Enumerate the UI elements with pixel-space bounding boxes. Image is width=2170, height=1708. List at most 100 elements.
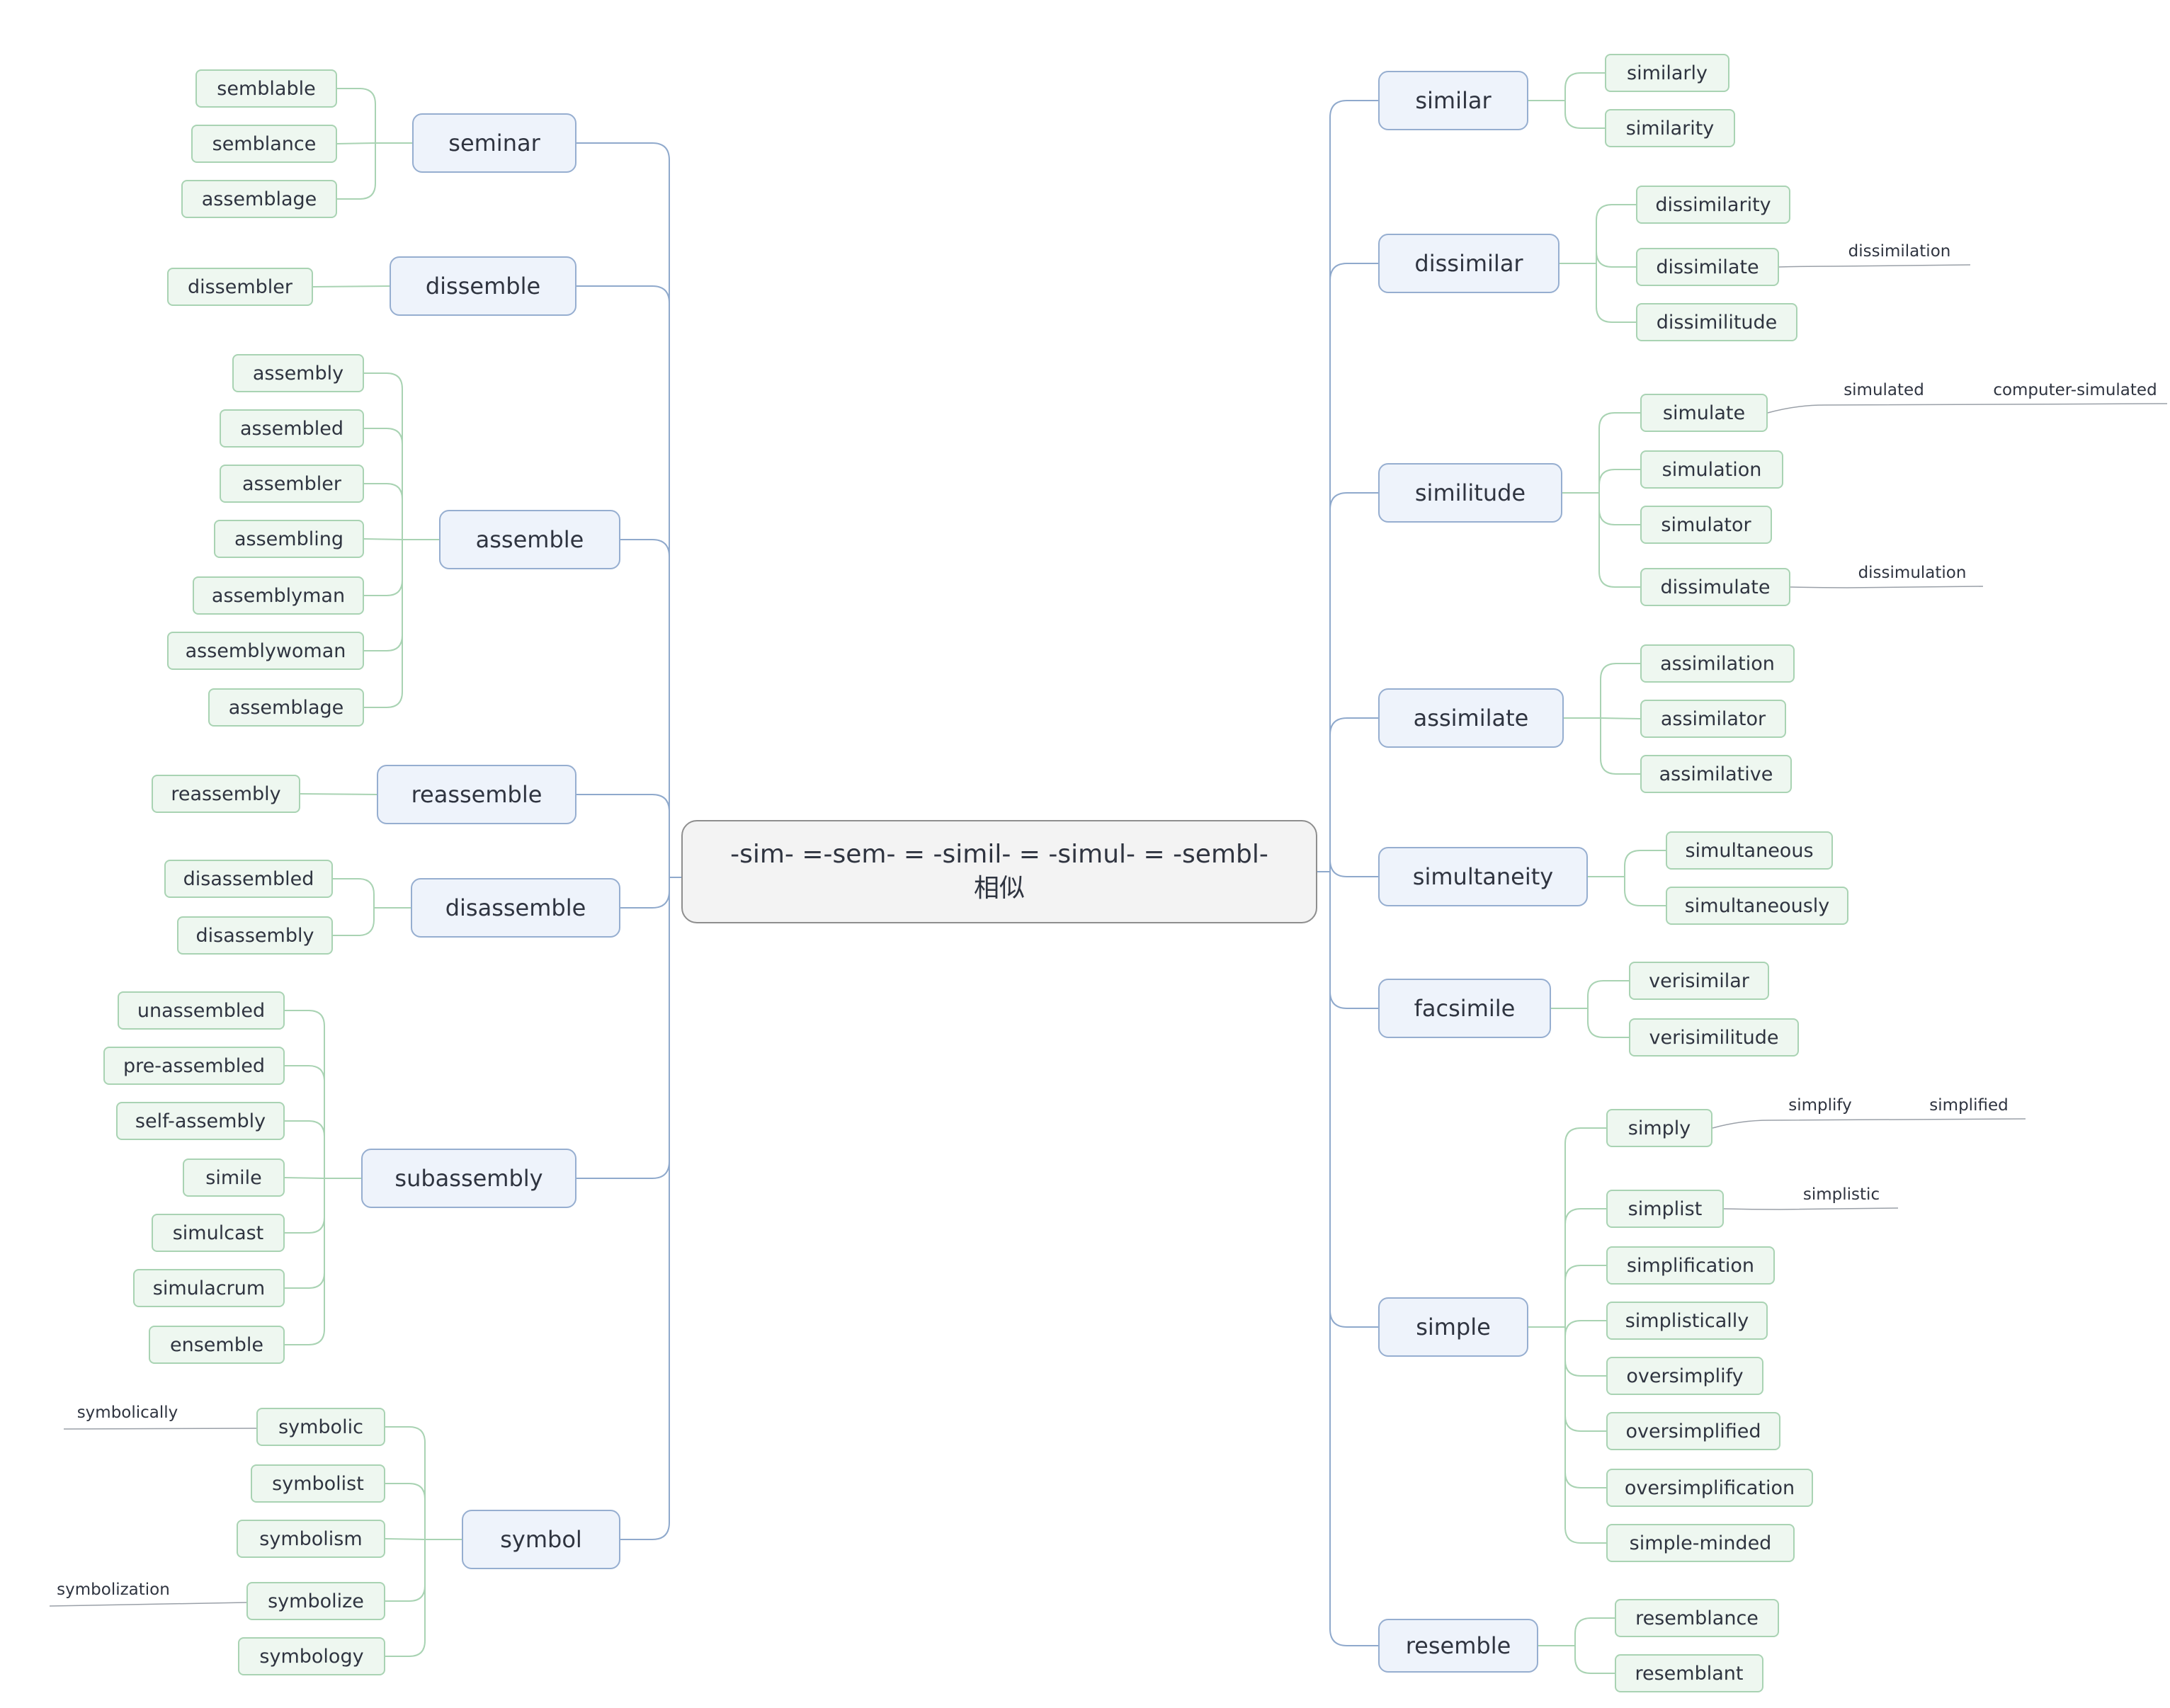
central-topic[interactable]: -sim- =-sem- = -simil- = -simul- = -semb… [681,820,1317,923]
topic-resemble[interactable]: resemble [1378,1619,1538,1673]
topic-similitude[interactable]: similitude [1378,463,1562,523]
subtopic-resemblance[interactable]: resemblance [1615,1599,1779,1637]
topic-assimilate[interactable]: assimilate [1378,688,1564,748]
subtopic-symbolize[interactable]: symbolize [246,1582,385,1620]
subtopic-simulation[interactable]: simulation [1640,450,1783,489]
subtopic-assemblyman[interactable]: assemblyman [193,576,364,615]
topic-dissemble[interactable]: dissemble [390,256,576,316]
subtopic-ensemble[interactable]: ensemble [149,1326,285,1364]
subtopic-assembling-label: assembling [234,528,343,550]
subtopic-symbolist[interactable]: symbolist [251,1464,385,1503]
subtopic-assimilation-connector [1600,663,1640,718]
topic-assemble[interactable]: assemble [439,510,620,569]
subtopic-oversimplification[interactable]: oversimplification [1606,1469,1813,1507]
subtopic-assembly-connector [364,372,403,540]
subtopic-disassembly-connector [333,908,375,936]
subtopic-simplist[interactable]: simplist [1606,1190,1724,1228]
subtopic-assembling[interactable]: assembling [214,520,364,558]
topic-seminar[interactable]: seminar [412,113,576,173]
subtopic-similarity-label: similarity [1625,117,1715,140]
topic-assemble-label: assemble [475,526,584,553]
subtopic-similarity[interactable]: similarity [1605,109,1735,147]
topic-similar[interactable]: similar [1378,71,1528,130]
subtopic-simplification-connector [1564,1265,1606,1327]
subtopic-assemblage[interactable]: assemblage [181,180,337,218]
leaf-simplified[interactable]: simplified [1912,1095,2026,1116]
leaf-dissimulation[interactable]: dissimulation [1841,562,1983,583]
subtopic-simile[interactable]: simile [183,1158,285,1197]
subtopic-simple-minded[interactable]: simple-minded [1606,1524,1795,1562]
subtopic-simultaneous-connector [1624,850,1666,877]
topic-simultaneity[interactable]: simultaneity [1378,847,1588,906]
subtopic-verisimilitude-label: verisimilitude [1649,1026,1779,1049]
subtopic-dissimilitude-label: dissimilitude [1656,311,1778,334]
topic-resemble-label: resemble [1405,1632,1511,1659]
subtopic-simulate[interactable]: simulate [1640,394,1768,432]
subtopic-oversimplify[interactable]: oversimplify [1606,1357,1763,1395]
topic-symbol[interactable]: symbol [462,1510,620,1569]
subtopic-self-assembly[interactable]: self-assembly [116,1102,285,1140]
subtopic-simulation-connector [1598,469,1640,493]
topic-facsimile[interactable]: facsimile [1378,979,1551,1038]
subtopic-unassembled[interactable]: unassembled [118,991,285,1030]
subtopic-semblance[interactable]: semblance [191,125,337,163]
topic-disassemble[interactable]: disassemble [411,878,620,938]
subtopic-dissimilate[interactable]: dissimilate [1636,248,1779,286]
leaf-computer-simulated[interactable]: computer-simulated [1983,380,2167,401]
subtopic-resemblant-connector [1574,1646,1615,1674]
subtopic-simplification-label: simplification [1626,1254,1755,1277]
topic-reassemble[interactable]: reassemble [377,765,576,824]
subtopic-simultaneously-label: simultaneously [1684,894,1830,917]
subtopic-symbology[interactable]: symbology [238,1637,385,1675]
subtopic-dissimilitude[interactable]: dissimilitude [1636,303,1797,341]
subtopic-ensemble-connector [285,1178,325,1345]
subtopic-simulacrum[interactable]: simulacrum [133,1269,285,1307]
leaf-simulated[interactable]: simulated [1813,380,1955,401]
subtopic-oversimplified[interactable]: oversimplified [1606,1412,1780,1450]
subtopic-disassembled-label: disassembled [183,867,314,890]
subtopic-symbolism[interactable]: symbolism [237,1520,385,1558]
subtopic-verisimilitude[interactable]: verisimilitude [1629,1018,1799,1057]
subtopic-assembled[interactable]: assembled [220,409,364,448]
subtopic-dissembler[interactable]: dissembler [167,268,313,306]
subtopic-simulator[interactable]: simulator [1640,506,1772,544]
subtopic-assembly[interactable]: assembly [232,354,364,392]
subtopic-assimilative[interactable]: assimilative [1640,755,1792,793]
subtopic-simulcast[interactable]: simulcast [152,1214,285,1252]
leaf-symbolically-label: symbolically [76,1404,178,1422]
subtopic-assemblywoman-connector [364,540,403,651]
subtopic-symbolic[interactable]: symbolic [256,1408,385,1446]
subtopic-oversimplify-label: oversimplify [1626,1365,1744,1387]
subtopic-simply[interactable]: simply [1606,1109,1712,1147]
topic-subassembly[interactable]: subassembly [361,1149,576,1208]
subtopic-resemblant[interactable]: resemblant [1615,1654,1763,1692]
leaf-dissimilation[interactable]: dissimilation [1829,241,1970,262]
leaf-simplify[interactable]: simplify [1771,1095,1870,1116]
leaf-symbolically[interactable]: symbolically [57,1402,198,1423]
subtopic-simplist-connector [1564,1208,1606,1327]
subtopic-assimilator[interactable]: assimilator [1640,700,1786,738]
subtopic-assemblywoman[interactable]: assemblywoman [167,632,364,670]
subtopic-similarly[interactable]: similarly [1605,54,1729,92]
subtopic-dissimilarity[interactable]: dissimilarity [1636,186,1790,224]
subtopic-assemblage[interactable]: assemblage [208,688,364,727]
topic-dissimilar[interactable]: dissimilar [1378,234,1560,293]
subtopic-disassembled[interactable]: disassembled [164,860,333,898]
leaf-symbolization[interactable]: symbolization [42,1579,184,1600]
subtopic-simultaneous[interactable]: simultaneous [1666,831,1833,870]
subtopic-assimilation[interactable]: assimilation [1640,644,1795,683]
subtopic-assembler[interactable]: assembler [220,465,364,503]
leaf-simplistic[interactable]: simplistic [1785,1184,1898,1205]
subtopic-verisimilar[interactable]: verisimilar [1629,962,1769,1000]
subtopic-dissimulate[interactable]: dissimulate [1640,568,1790,606]
subtopic-disassembly[interactable]: disassembly [177,916,333,955]
subtopic-simplistically[interactable]: simplistically [1606,1302,1768,1340]
topic-assimilate-label: assimilate [1413,705,1529,731]
topic-simple[interactable]: simple [1378,1297,1528,1357]
subtopic-simplification[interactable]: simplification [1606,1246,1775,1285]
subtopic-semblable[interactable]: semblable [195,69,337,108]
subtopic-pre-assembled[interactable]: pre-assembled [103,1047,285,1085]
subtopic-oversimplified-label: oversimplified [1625,1420,1761,1442]
subtopic-simultaneously[interactable]: simultaneously [1666,887,1848,925]
subtopic-reassembly[interactable]: reassembly [152,775,300,813]
